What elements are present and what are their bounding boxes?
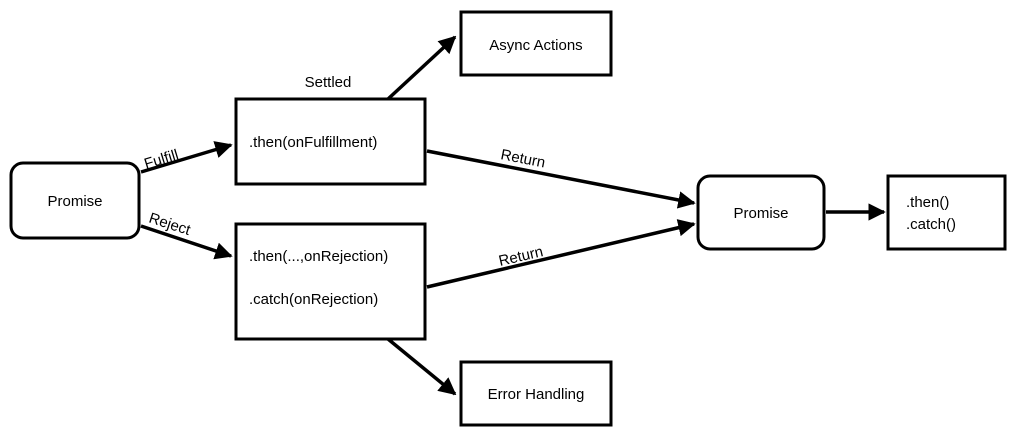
settled-arrow [386,35,457,101]
promise-start-label: Promise [47,193,102,210]
return-bottom-arrow [426,219,696,289]
chain-then-label: .then() [906,194,949,211]
async-actions-label: Async Actions [489,37,582,54]
error-handling-node: Error Handling [459,360,613,427]
return-top-arrow [426,149,696,209]
then-fulfillment-node: .then(onFulfillment) [234,97,427,186]
chain-catch-label: .catch() [906,216,956,233]
promise-end-node: Promise [696,174,826,251]
async-actions-node: Async Actions [459,10,613,77]
catch-rejection-label: .catch(onRejection) [249,291,378,308]
fulfill-arrow [140,141,233,174]
settled-label: Settled [305,74,352,91]
fulfill-label: Fulfill [142,146,180,172]
then-rejection-label: .then(...,onRejection) [249,248,388,265]
then-rejection-node: .then(...,onRejection) .catch(onRejectio… [234,222,427,341]
then-fulfillment-label: .then(onFulfillment) [249,134,377,151]
chain-methods-node: .then() .catch() [886,174,1007,251]
promise-start-node: Promise [9,161,141,240]
promise-end-label: Promise [733,205,788,222]
error-handling-arrow [386,337,457,396]
reject-arrow [140,224,233,260]
error-handling-label: Error Handling [488,386,585,403]
